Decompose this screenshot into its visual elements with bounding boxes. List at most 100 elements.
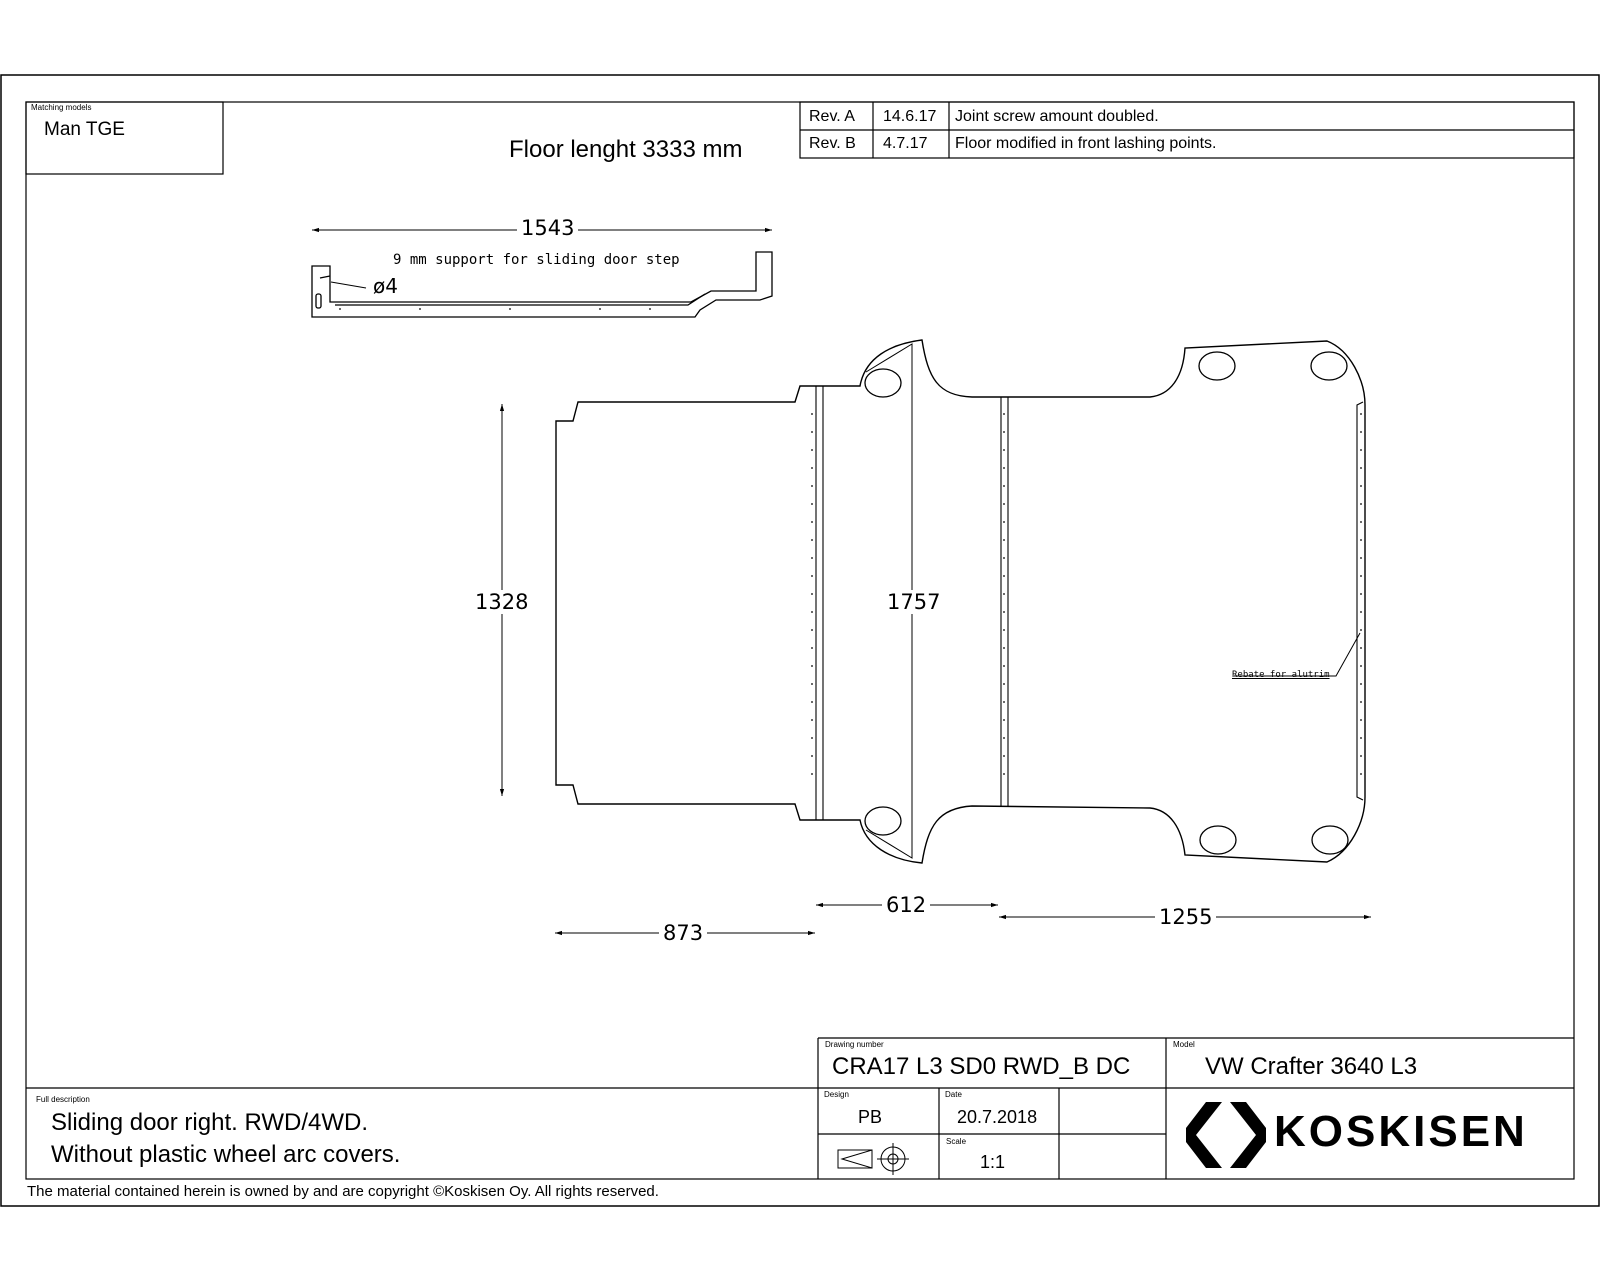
screw-dot (811, 611, 813, 613)
drawing-number: CRA17 L3 SD0 RWD_B DC (832, 1053, 1131, 1080)
profile-section (311, 251, 773, 318)
screw-dot (811, 737, 813, 739)
screw-dot (1003, 737, 1005, 739)
screw-dot (1003, 539, 1005, 541)
hole-leader (330, 281, 367, 289)
screw-dot (1360, 629, 1362, 631)
len-b-label: 612 (882, 893, 931, 917)
screw-dot (1003, 449, 1005, 451)
date-label: Date (945, 1090, 962, 1099)
screw-dot (1003, 611, 1005, 613)
scale-value: 1:1 (980, 1152, 1006, 1172)
screw-dot (1360, 575, 1362, 577)
screw-dot (811, 647, 813, 649)
screw-dot (811, 755, 813, 757)
screw-dot (1003, 719, 1005, 721)
title-block-lines (26, 1037, 1574, 1179)
screw-dot (599, 308, 601, 310)
screw-dot (1360, 485, 1362, 487)
screw-dot (1360, 737, 1362, 739)
screw-dot (1360, 557, 1362, 559)
screw-dot (1360, 521, 1362, 523)
matching-models-value: Man TGE (44, 119, 125, 140)
screw-dot (811, 683, 813, 685)
rev-b-label: Rev. B (809, 135, 856, 152)
matching-models-box (25, 101, 224, 175)
screw-dot (1003, 467, 1005, 469)
copyright-notice: The material contained herein is owned b… (27, 1183, 659, 1200)
inner-border (25, 101, 1575, 1180)
screw-dot (1360, 683, 1362, 685)
screw-dot (1003, 773, 1005, 775)
screw-dot (811, 485, 813, 487)
screw-dots (339, 308, 1362, 775)
len-c-label: 1255 (1155, 905, 1217, 929)
screw-dot (1360, 773, 1362, 775)
lashing-hole (1310, 351, 1348, 381)
screw-dot (1003, 431, 1005, 433)
description-line-1: Sliding door right. RWD/4WD. (51, 1109, 368, 1136)
screw-dot (1360, 413, 1362, 415)
rev-a-date: 14.6.17 (883, 108, 937, 125)
screw-dot (1003, 629, 1005, 631)
design-value: PB (858, 1107, 883, 1127)
screw-dot (1003, 665, 1005, 667)
rebate-label: Rebate for alutrim (1232, 670, 1330, 680)
screw-dot (811, 539, 813, 541)
screw-dot (649, 308, 651, 310)
screw-dot (1003, 503, 1005, 505)
height-mid-label: 1757 (883, 590, 945, 614)
model-label: Model (1173, 1040, 1195, 1049)
dimension-lines (499, 404, 1371, 936)
screw-dot (811, 719, 813, 721)
len-a-label: 873 (659, 921, 708, 945)
lashing-hole (864, 806, 902, 836)
screw-dot (1003, 575, 1005, 577)
scale-label: Scale (946, 1137, 967, 1146)
screw-dot (811, 665, 813, 667)
screw-dot (1360, 503, 1362, 505)
hole-label: ø4 (373, 274, 398, 298)
screw-dot (1360, 755, 1362, 757)
screw-dot (1003, 755, 1005, 757)
screw-dot (1360, 719, 1362, 721)
rev-b-date: 4.7.17 (883, 135, 928, 152)
matching-models-label: Matching models (31, 103, 92, 112)
model-value: VW Crafter 3640 L3 (1205, 1053, 1418, 1080)
screw-dot (1003, 647, 1005, 649)
revision-table-lines (799, 101, 1575, 159)
rebate-strip (1356, 401, 1364, 801)
screw-dot (1360, 665, 1362, 667)
screw-dot (811, 557, 813, 559)
screw-dot (419, 308, 421, 310)
rev-b-description: Floor modified in front lashing points. (955, 135, 1217, 152)
screw-dot (1360, 593, 1362, 595)
full-description-label: Full description (36, 1095, 90, 1104)
screw-dot (811, 773, 813, 775)
screw-dot (1360, 611, 1362, 613)
outer-border (0, 74, 1600, 1207)
screw-dot (1360, 449, 1362, 451)
page-title: Floor lenght 3333 mm (509, 136, 743, 163)
description-line-2: Without plastic wheel arc covers. (51, 1141, 401, 1168)
lashing-hole (864, 368, 902, 398)
screw-dot (339, 308, 341, 310)
screw-dot (811, 449, 813, 451)
screw-dot (1360, 701, 1362, 703)
screw-dot (509, 308, 511, 310)
rev-a-label: Rev. A (809, 108, 855, 125)
screw-dot (811, 467, 813, 469)
lashing-hole (1311, 825, 1349, 855)
screw-dot (1003, 521, 1005, 523)
screw-dot (811, 701, 813, 703)
design-label: Design (824, 1090, 849, 1099)
screw-dot (1003, 701, 1005, 703)
projection-symbol-icon (837, 1143, 909, 1175)
screw-dot (1003, 593, 1005, 595)
joint-lines (815, 386, 1009, 820)
screw-dot (1003, 413, 1005, 415)
profile-width-label: 1543 (517, 216, 579, 240)
screw-dot (811, 593, 813, 595)
lashing-hole (1199, 825, 1237, 855)
